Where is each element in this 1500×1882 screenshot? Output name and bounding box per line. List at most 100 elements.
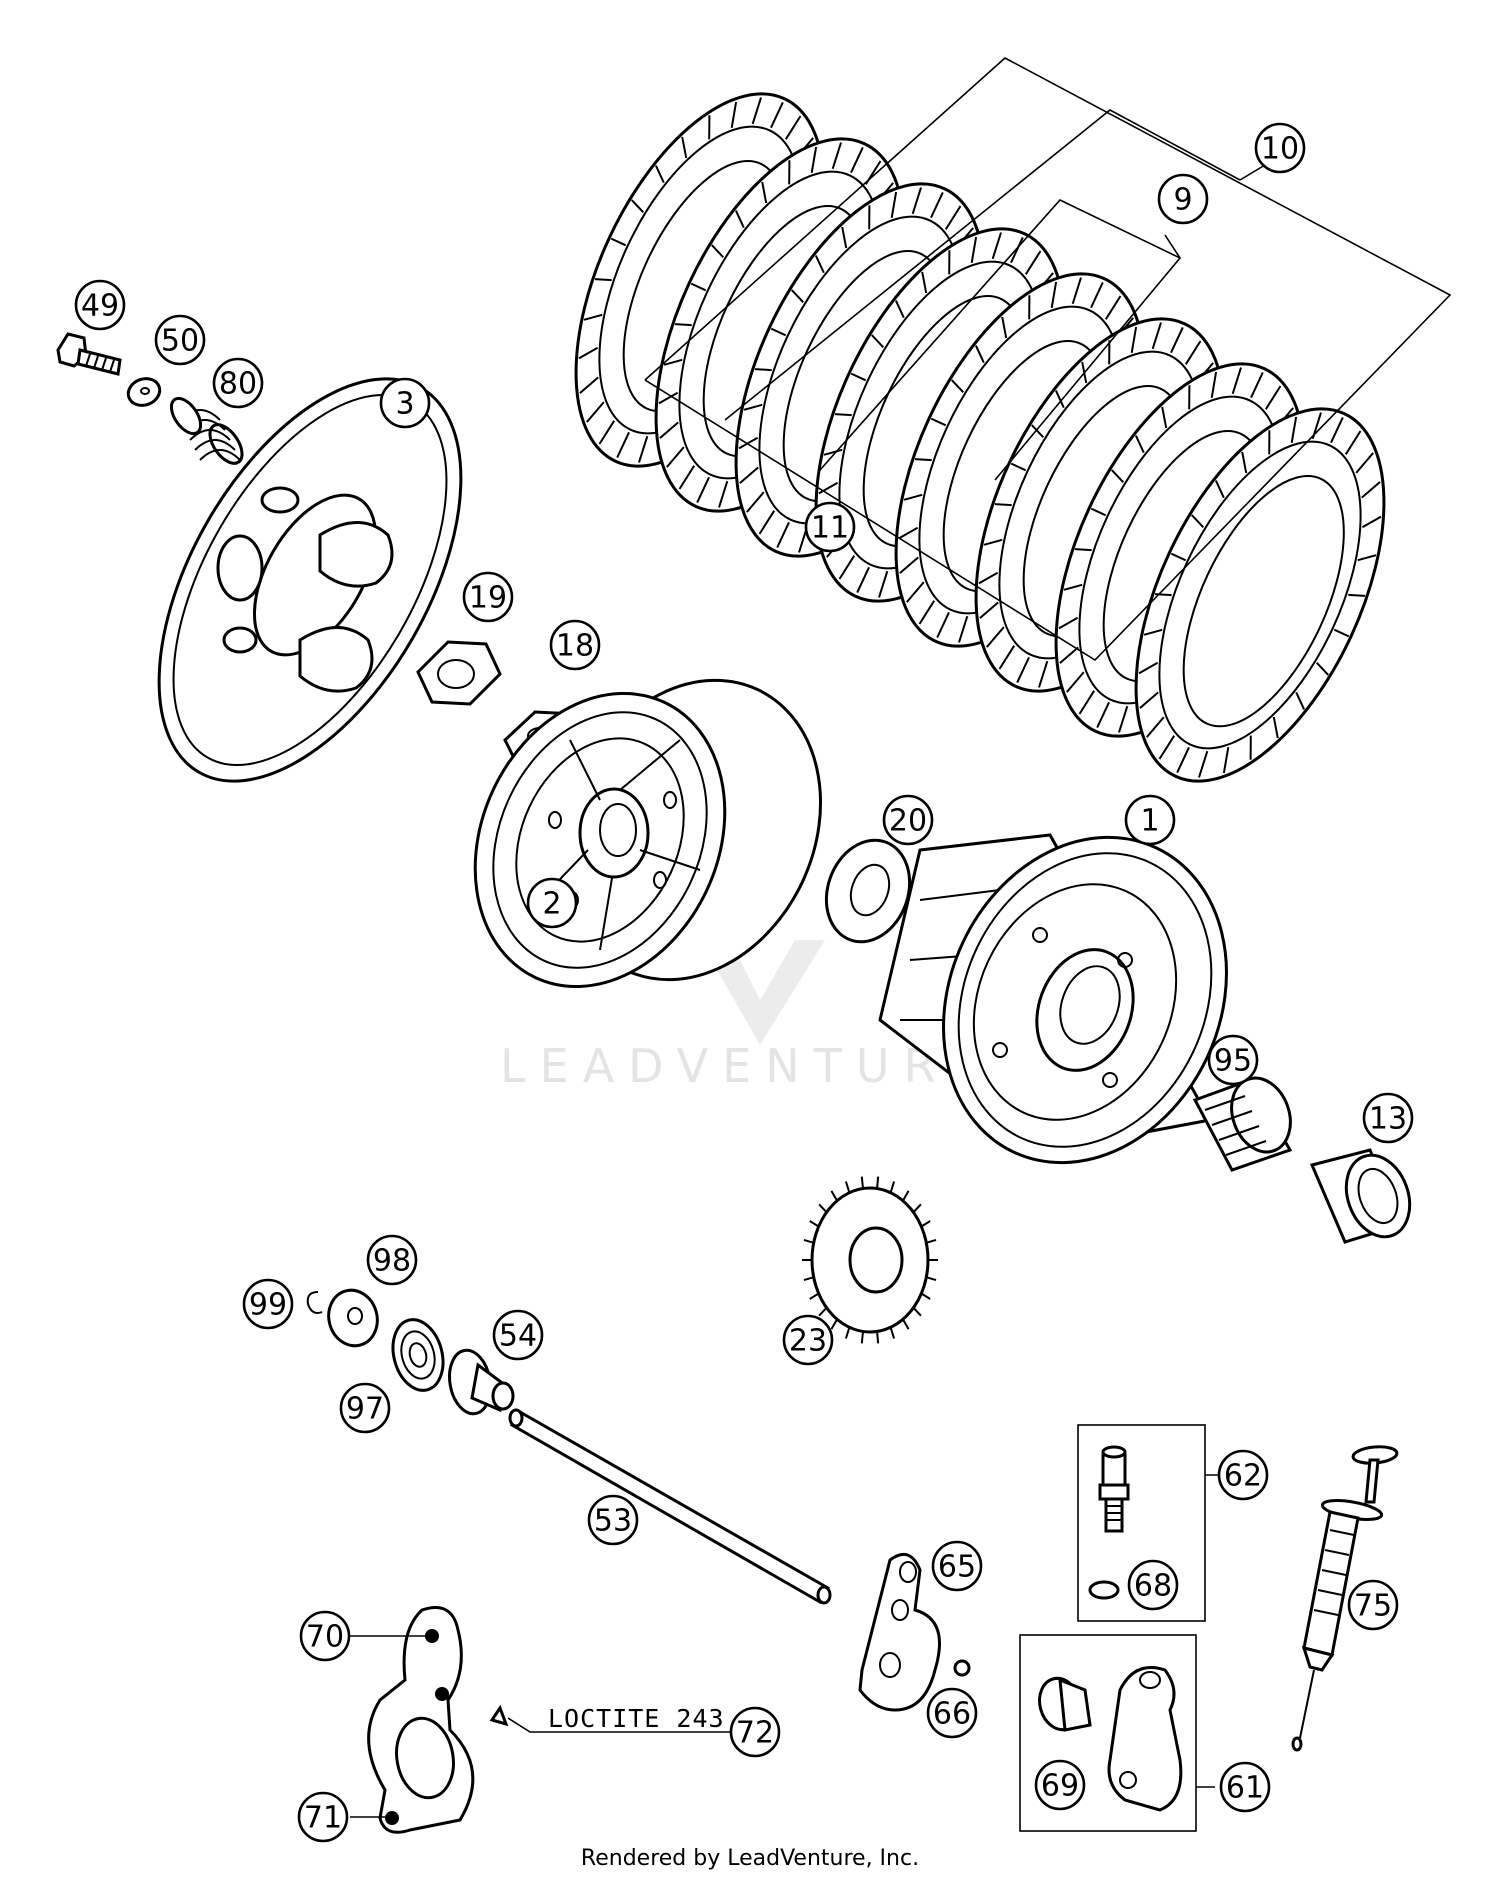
callout-circle [1217,1449,1269,1501]
needle-bearing [1192,1076,1293,1172]
callout-68: 68 [1127,1559,1179,1611]
callout-9: 9 [1157,173,1209,225]
callout-number: 54 [499,1319,537,1354]
callout-number: 11 [811,511,849,546]
spring [169,396,244,465]
outer-clutch-basket [878,833,1228,1165]
slave-cylinder-gasket [858,1552,941,1712]
callout-98: 98 [366,1234,418,1286]
callout-circle [931,1540,983,1592]
callout-number: 71 [304,1801,342,1836]
callout-circle [462,571,514,623]
callout-circle [212,357,264,409]
callout-11: 11 [804,501,856,553]
clutch-cover-gasket [367,1606,509,1834]
callout-circle [1207,1034,1259,1086]
callout-circle [74,279,126,331]
callout-circle [492,1309,544,1361]
callout-number: 61 [1226,1771,1264,1806]
callout-circle [1157,173,1209,225]
callout-66: 66 [926,1687,978,1739]
plate-bracket-lines [644,57,1452,662]
callout-number: 97 [346,1392,384,1427]
callout-97: 97 [339,1382,391,1434]
callout-54: 54 [492,1309,544,1361]
callout-number: 1 [1140,804,1159,839]
callout-number: 95 [1214,1044,1252,1079]
callout-99: 99 [242,1278,294,1330]
callout-62: 62 [1217,1449,1269,1501]
circlip [306,1291,323,1314]
callout-number: 49 [81,289,119,324]
callout-number: 69 [1041,1769,1079,1804]
gasket-marker-bottom [385,1811,399,1825]
callout-2: 2 [526,877,578,929]
callout-80: 80 [212,357,264,409]
watermark-text: LEADVENTURE [500,1039,993,1093]
callout-circle [1254,122,1306,174]
callout-number: 70 [306,1620,344,1655]
callout-50: 50 [154,314,206,366]
callout-49: 49 [74,279,126,331]
push-rod [508,1408,832,1605]
callout-53: 53 [587,1494,639,1546]
bushing [1309,1148,1412,1244]
callout-number: 3 [395,387,414,422]
callout-number: 80 [219,367,257,402]
callout-23: 23 [782,1314,834,1366]
callout-circle [242,1278,294,1330]
callout-61: 61 [1219,1761,1271,1813]
bolt [56,332,122,376]
callout-3: 3 [379,377,431,429]
callout-number: 75 [1354,1589,1392,1624]
slave-cylinder-box [1019,1634,1215,1832]
callout-circle [587,1494,639,1546]
callout-circle [299,1610,351,1662]
callout-circle [926,1687,978,1739]
callout-71: 71 [297,1791,349,1843]
callout-69: 69 [1034,1759,1086,1811]
callout-circle [1034,1759,1086,1811]
callout-circle [1347,1579,1399,1631]
callout-number: 9 [1173,183,1192,218]
bleed-syringe [1291,1445,1399,1752]
callout-circle [729,1706,781,1758]
bleeder-kit-box [1077,1424,1225,1622]
hex-nut [416,640,502,706]
callout-number: 50 [161,324,199,359]
callout-19: 19 [462,571,514,623]
gasket-marker-top [425,1629,439,1643]
callout-10: 10 [1254,122,1306,174]
callout-13: 13 [1362,1092,1414,1144]
callout-number: 10 [1261,132,1299,167]
callout-number: 66 [933,1697,971,1732]
pressure-piece [448,1348,515,1416]
callout-number: 13 [1369,1102,1407,1137]
callout-number: 62 [1224,1459,1262,1494]
callout-number: 65 [938,1550,976,1585]
callout-1: 1 [1124,794,1176,846]
leader-lines [350,1635,732,1818]
callout-circle [804,501,856,553]
ball [953,1659,971,1677]
callout-95: 95 [1207,1034,1259,1086]
callout-circle [549,619,601,671]
callout-number: 18 [556,629,594,664]
callout-number: 98 [373,1244,411,1279]
callout-number: 53 [594,1504,632,1539]
thrust-washer [824,838,912,944]
watermark-logo [700,940,825,1045]
callout-number: 23 [789,1324,827,1359]
callout-70: 70 [299,1610,351,1662]
callout-number: 72 [736,1716,774,1751]
clutch-plate-stack [574,92,1386,783]
callout-circle [366,1234,418,1286]
callout-number: 99 [249,1288,287,1323]
callout-circle [1219,1761,1271,1813]
axial-needle-bearing [391,1318,445,1392]
loctite-note: LOCTITE 243 [548,1704,725,1733]
callout-number: 2 [542,887,561,922]
callout-65: 65 [931,1540,983,1592]
callout-circle [1124,794,1176,846]
callout-20: 20 [882,794,934,846]
